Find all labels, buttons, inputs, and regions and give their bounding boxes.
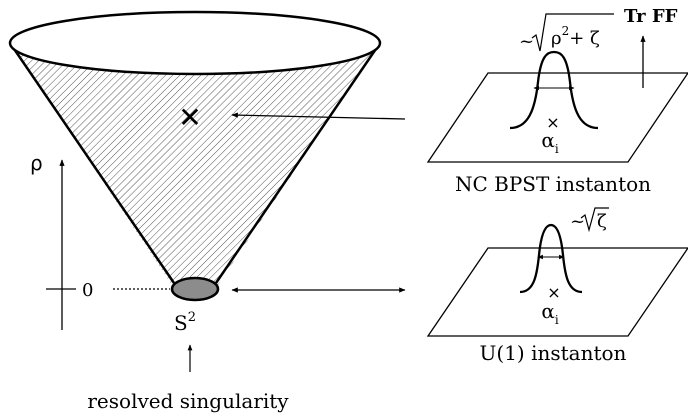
bottom-alpha: α	[541, 299, 555, 323]
cone-left-edge	[8, 42, 176, 284]
s2-superscript: 2	[188, 310, 196, 325]
top-plane	[426, 72, 688, 163]
resolved-singularity-caption: resolved singularity	[87, 389, 289, 413]
cone-shaded-body	[10, 43, 380, 285]
top-alpha: α	[541, 128, 555, 152]
top-alpha-sub: i	[555, 142, 559, 156]
top-width-sup: 2	[562, 24, 570, 38]
u1-panel: ~ ζ × αi U(1) instanton	[426, 207, 688, 365]
top-width-tilde: ~	[519, 31, 534, 52]
top-connector-arrow	[231, 112, 406, 120]
bottom-width-label: ~ ζ	[570, 207, 609, 233]
u1-caption: U(1) instanton	[480, 341, 627, 365]
nc-bpst-caption: NC BPST instanton	[455, 172, 651, 196]
resolved-s2-disk	[170, 276, 220, 302]
s2-label: S2	[174, 310, 196, 335]
bottom-center-mark: ×	[547, 283, 560, 302]
cone-cross-mark: ✕	[178, 101, 201, 134]
bottom-plane	[426, 247, 688, 337]
top-bump-curve	[509, 50, 599, 130]
svg-text:αi: αi	[541, 128, 559, 156]
bottom-alpha-sub: i	[555, 313, 559, 327]
rho-axis: ρ 0	[30, 151, 170, 330]
top-width-rest: + ζ	[569, 28, 600, 49]
top-width-label: ~ ρ2+ ζ	[519, 13, 614, 52]
zero-label: 0	[82, 280, 93, 301]
top-center-mark: ×	[546, 113, 559, 132]
cone-right-edge	[214, 42, 382, 284]
top-width-rho: ρ	[551, 28, 562, 49]
bottom-width-tilde: ~	[570, 211, 585, 232]
s2-letter: S	[174, 311, 188, 335]
nc-bpst-panel: ~ ρ2+ ζ Tr FF × αi NC BPST instanton	[426, 6, 688, 196]
trff-label: Tr FF	[624, 6, 678, 27]
bottom-bump-curve	[519, 223, 583, 294]
bottom-sqrt-sign	[580, 207, 609, 233]
cone: ✕	[8, 10, 382, 302]
rho-label: ρ	[30, 151, 43, 175]
svg-text:αi: αi	[541, 299, 559, 327]
cone-top-ellipse	[8, 10, 382, 76]
svg-text:ρ2+ ζ: ρ2+ ζ	[551, 24, 600, 49]
bottom-width-zeta: ζ	[597, 211, 607, 232]
svg-text:S2: S2	[174, 310, 196, 335]
top-sqrt-sign	[531, 13, 614, 52]
